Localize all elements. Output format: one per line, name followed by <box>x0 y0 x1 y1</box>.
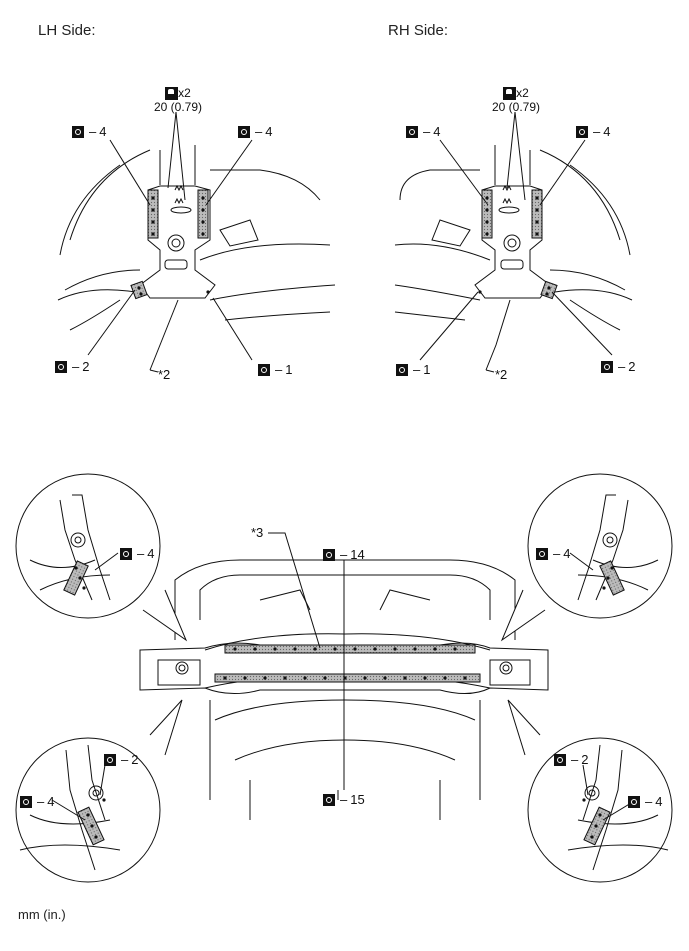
crossmember-spot-welds <box>74 566 614 839</box>
callout-count: 2 <box>82 359 90 374</box>
callout-count: 4 <box>603 124 611 139</box>
spot-weld-icon <box>238 125 250 138</box>
crossmember-callout-bottom: –15 <box>323 792 365 807</box>
lh-torque-count: x2 <box>178 86 191 100</box>
rh-callout-bottom-right: –2 <box>601 359 635 374</box>
spot-weld-icon <box>55 360 67 373</box>
lh-spot-welds <box>137 196 210 296</box>
rh-spot-welds <box>478 196 551 296</box>
detail-br-callout-a: –2 <box>554 752 588 767</box>
rh-bracket-view <box>394 111 633 373</box>
callout-count: 2 <box>628 359 636 374</box>
crossmember-view <box>15 473 673 883</box>
spot-weld-icon <box>536 547 548 560</box>
lh-torque-value: 20 (0.79) <box>153 100 203 115</box>
rh-callout-top-left: –4 <box>406 124 440 139</box>
rh-callout-bottom-left: –1 <box>396 362 430 377</box>
callout-count: 4 <box>433 124 441 139</box>
rh-side-title: RH Side: <box>388 22 449 39</box>
crossmember-part-label: *3 <box>251 525 264 540</box>
callout-count: 2 <box>131 752 139 767</box>
lh-callout-top-left: –4 <box>72 124 106 139</box>
detail-tr-callout: –4 <box>536 546 570 561</box>
spot-weld-icon <box>396 363 408 376</box>
rh-torque-count: x2 <box>516 86 529 100</box>
lh-callout-bottom-left: –2 <box>55 359 89 374</box>
lh-callout-top-right: –4 <box>238 124 272 139</box>
callout-count: 1 <box>285 362 293 377</box>
spot-weld-icon <box>601 360 613 373</box>
unit-note: mm (in.) <box>18 907 66 922</box>
spot-weld-icon <box>406 125 418 138</box>
spot-weld-icon <box>554 753 566 766</box>
callout-count: 1 <box>423 362 431 377</box>
callout-count: 4 <box>265 124 273 139</box>
callout-count: 4 <box>47 794 55 809</box>
detail-tl-callout: –4 <box>120 546 154 561</box>
torque-wrench-icon <box>165 87 179 101</box>
spot-weld-icon <box>628 795 640 808</box>
lh-callout-bottom-right: –1 <box>258 362 292 377</box>
rh-torque-value: 20 (0.79) <box>491 100 541 115</box>
rh-callout-top-right: –4 <box>576 124 610 139</box>
spot-weld-icon <box>323 793 335 806</box>
rh-part-label: *2 <box>495 367 508 382</box>
lh-bracket-view <box>57 111 336 373</box>
lh-part-label: *2 <box>158 367 171 382</box>
spot-weld-icon <box>120 547 132 560</box>
spot-weld-icon <box>323 548 335 561</box>
spot-weld-icon <box>258 363 270 376</box>
detail-br-callout-b: –4 <box>628 794 662 809</box>
detail-bl-callout-b: –4 <box>20 794 54 809</box>
torque-wrench-icon <box>503 87 517 101</box>
callout-count: 15 <box>350 792 365 807</box>
detail-bl-callout-a: –2 <box>104 752 138 767</box>
callout-count: 4 <box>563 546 571 561</box>
callout-count: 14 <box>350 547 365 562</box>
crossmember-callout-top: –14 <box>323 547 365 562</box>
lh-torque-spec: x2 20 (0.79) <box>138 86 218 114</box>
spot-weld-icon <box>20 795 32 808</box>
spot-weld-icon <box>104 753 116 766</box>
lh-side-title: LH Side: <box>38 22 96 39</box>
spot-weld-icon <box>72 125 84 138</box>
spot-weld-icon <box>576 125 588 138</box>
callout-count: 4 <box>99 124 107 139</box>
callout-count: 4 <box>147 546 155 561</box>
callout-count: 2 <box>581 752 589 767</box>
callout-count: 4 <box>655 794 663 809</box>
rh-torque-spec: x2 20 (0.79) <box>476 86 556 114</box>
